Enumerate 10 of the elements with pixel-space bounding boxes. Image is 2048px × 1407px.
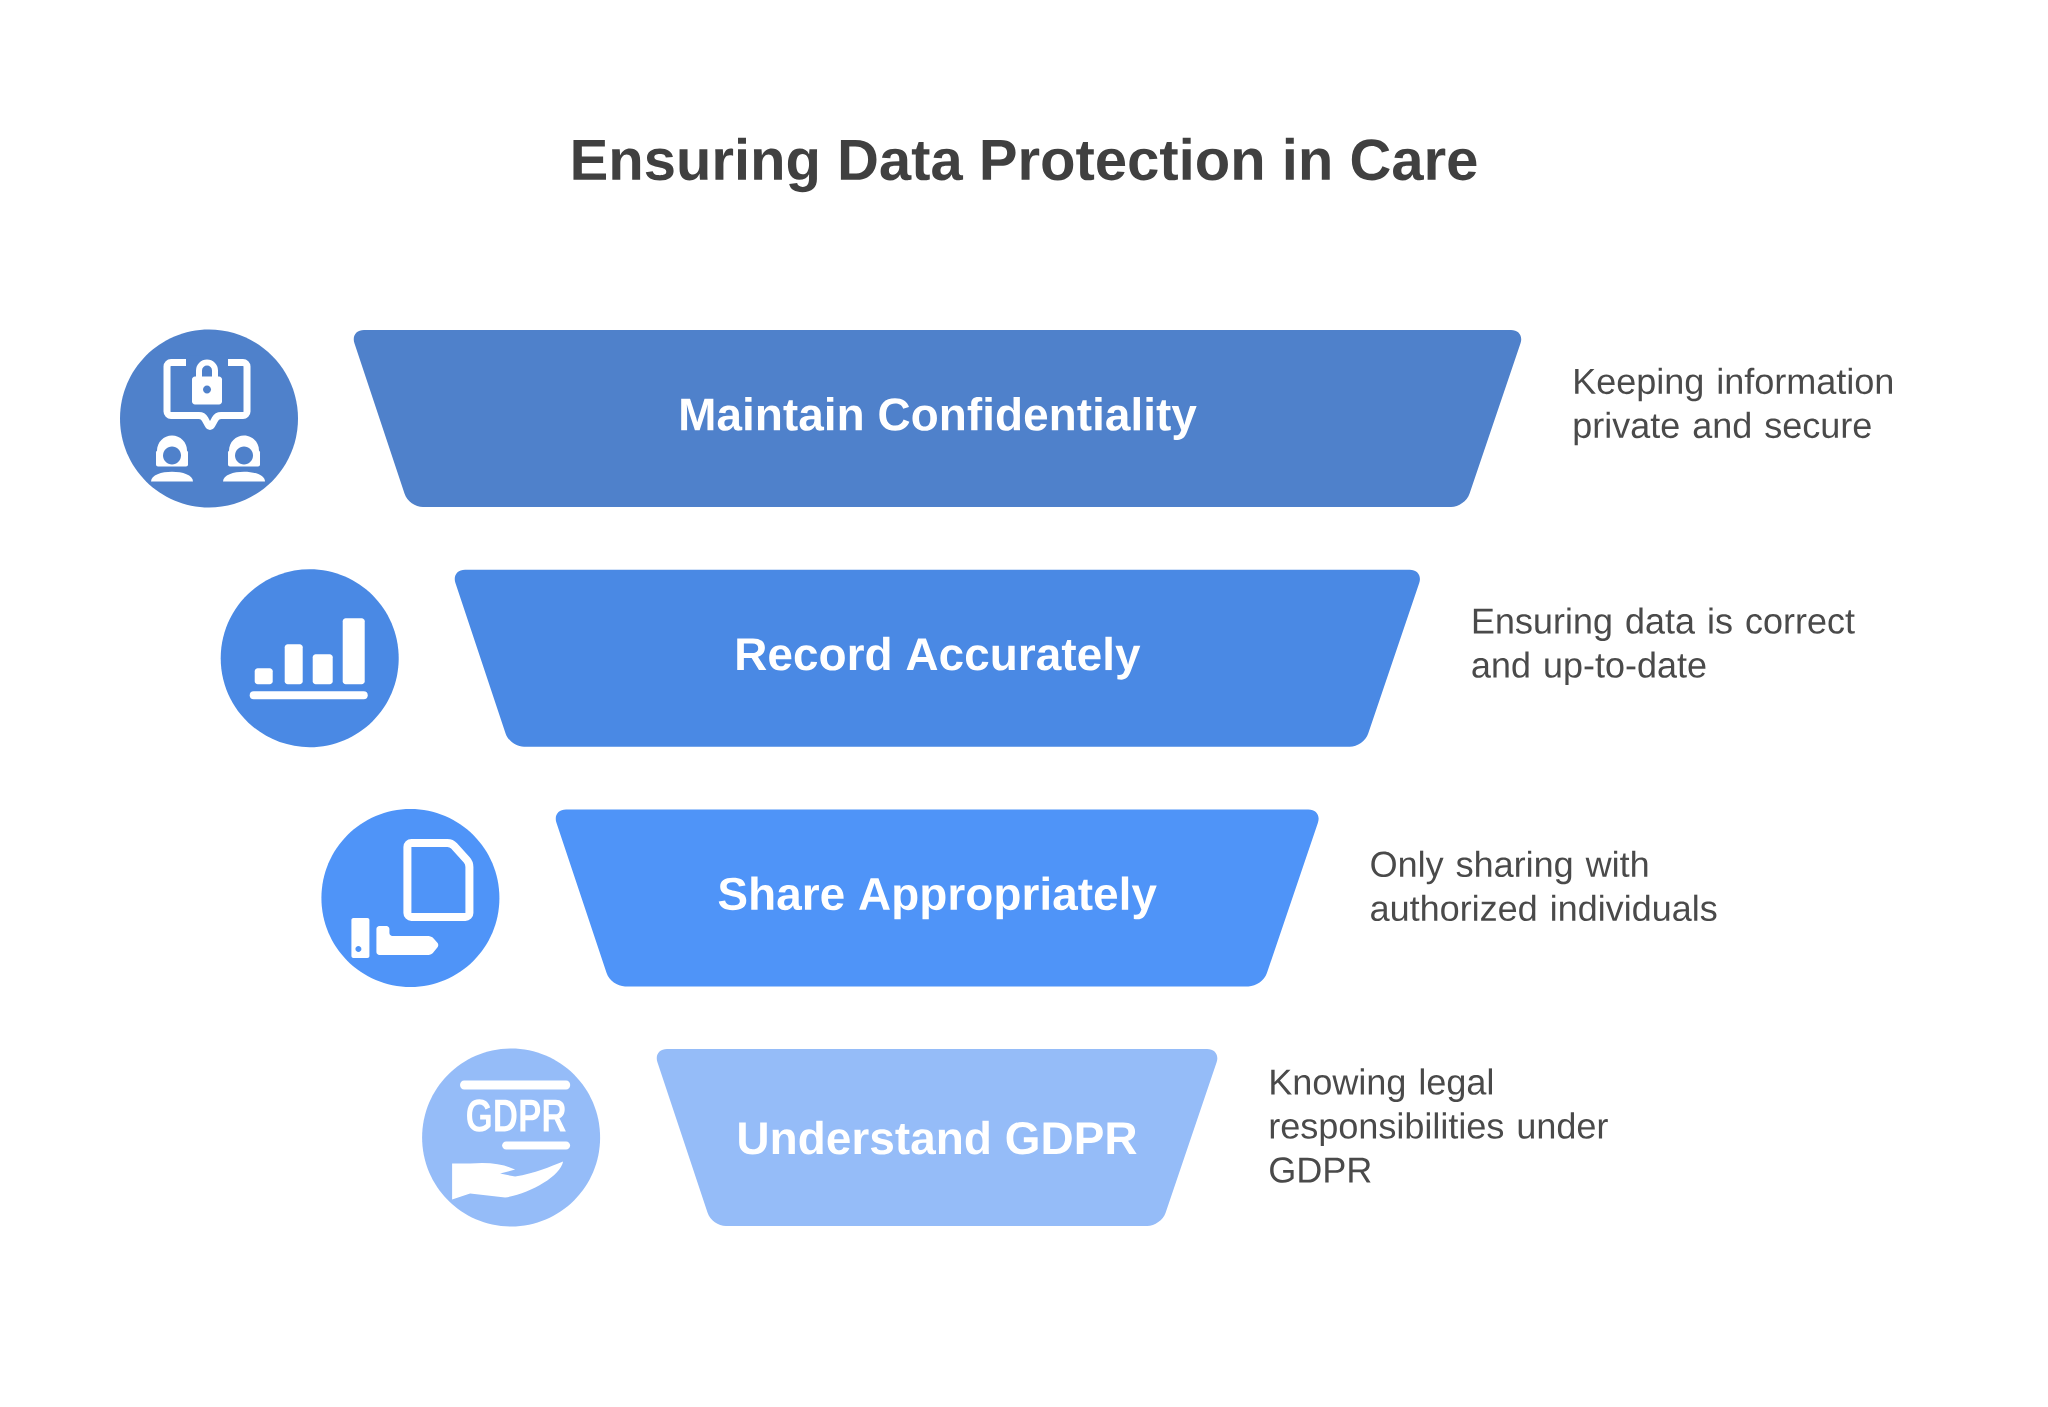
funnel-band: Maintain Confidentiality xyxy=(353,330,1522,507)
description-text: Only sharing with authorized individuals xyxy=(1371,850,1717,922)
funnel-band: Record Accurately xyxy=(454,569,1420,747)
description-text: Keeping information private and secure xyxy=(1574,367,1892,446)
funnel-band: Share Appropriately xyxy=(555,809,1319,987)
description-text: Ensuring data is correct and up-to-date xyxy=(1472,607,1855,685)
title: Ensuring Data Protection in Care xyxy=(573,137,1477,193)
icon-label: GDPR xyxy=(467,1099,566,1132)
description-text: Knowing legal responsibilities under GDPR xyxy=(1270,1068,1608,1183)
funnel-band: Understand GDPR xyxy=(656,1049,1218,1227)
